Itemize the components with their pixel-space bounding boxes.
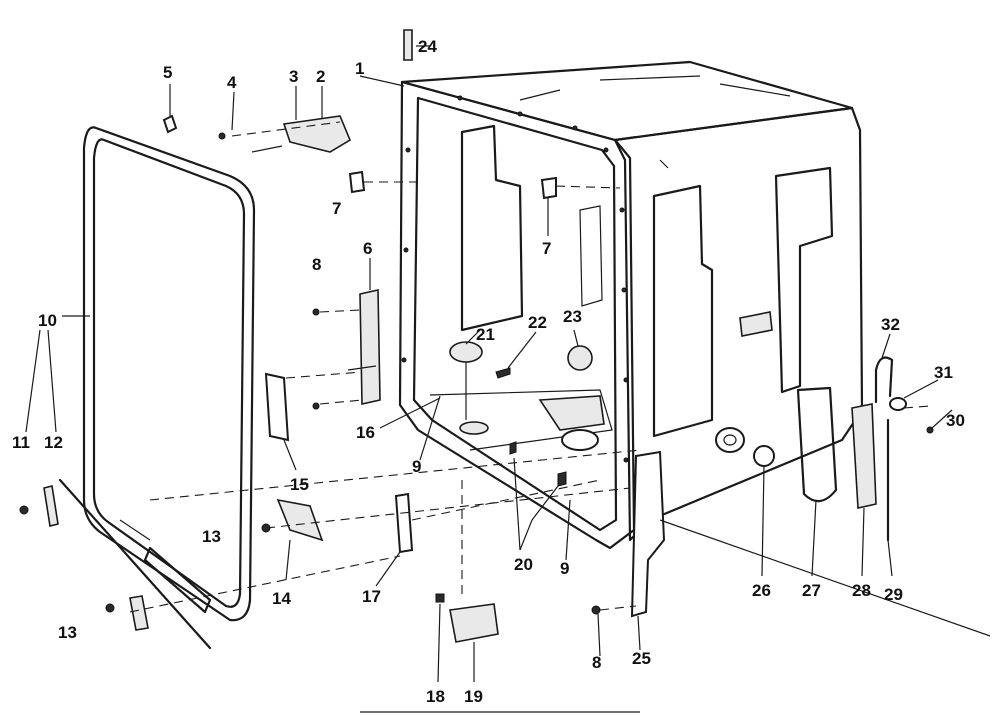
callout-1: 1 [355, 59, 364, 78]
callout-18: 18 [426, 687, 445, 706]
callout-24: 24 [418, 37, 437, 56]
callout-10: 10 [38, 311, 57, 330]
callout-19: 19 [464, 687, 483, 706]
callout-3: 3 [289, 67, 298, 86]
callout-13-lower: 13 [58, 623, 77, 642]
callout-22: 22 [528, 313, 547, 332]
callout-4: 4 [227, 73, 237, 92]
callout-21: 21 [476, 325, 495, 344]
callout-29: 29 [884, 585, 903, 604]
assembly-guide-lines [129, 121, 991, 713]
callout-15: 15 [290, 475, 309, 494]
callout-30: 30 [946, 411, 965, 430]
leader-lines [25, 45, 953, 683]
callout-8-upper: 8 [312, 255, 321, 274]
callout-28: 28 [852, 581, 871, 600]
callout-17: 17 [362, 587, 381, 606]
callout-5: 5 [163, 63, 172, 82]
door-gasket-part-10 [82, 126, 256, 622]
hardware-parts [19, 29, 934, 650]
callout-9-right: 9 [560, 559, 569, 578]
callout-16: 16 [356, 423, 375, 442]
callout-6: 6 [363, 239, 372, 258]
callout-26: 26 [752, 581, 771, 600]
callout-12: 12 [44, 433, 63, 452]
callout-20: 20 [514, 555, 533, 574]
callout-27: 27 [802, 581, 821, 600]
callout-13-upper: 13 [202, 527, 221, 546]
callout-7-left: 7 [332, 199, 341, 218]
callout-31: 31 [934, 363, 953, 382]
callout-7-right: 7 [542, 239, 551, 258]
callout-11: 11 [12, 433, 30, 452]
callout-2: 2 [316, 67, 325, 86]
tub-assembly [398, 60, 864, 550]
callout-labels: 24 5 4 3 2 1 7 7 8 6 10 32 21 22 23 31 3… [12, 37, 965, 706]
callout-14: 14 [272, 589, 291, 608]
callout-23: 23 [563, 307, 582, 326]
callout-25: 25 [632, 649, 651, 668]
callout-9-left: 9 [412, 457, 421, 476]
callout-32: 32 [881, 315, 900, 334]
callout-8-lower: 8 [592, 653, 601, 672]
